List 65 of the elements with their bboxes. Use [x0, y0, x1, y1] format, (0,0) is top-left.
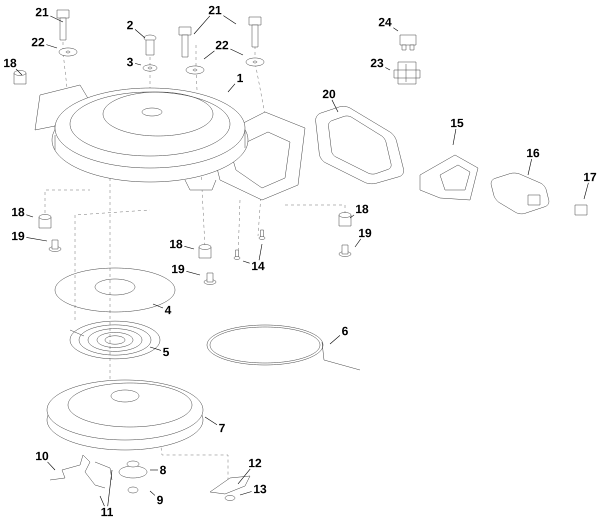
- callout-number: 8: [160, 466, 166, 474]
- callout-number: 23: [370, 58, 384, 68]
- callout-number: 18: [356, 204, 368, 214]
- callout-number: 4: [164, 306, 172, 314]
- callout-number: 9: [157, 496, 163, 504]
- callout-number: 18: [4, 58, 16, 68]
- leader-line: [26, 214, 34, 218]
- leader-line: [385, 67, 390, 70]
- callout-number: 22: [216, 40, 228, 50]
- callout-number: 5: [163, 348, 169, 356]
- callout-number: 19: [12, 232, 24, 240]
- leader-line: [452, 128, 456, 146]
- callout-number: 16: [527, 148, 540, 158]
- leader-line: [184, 246, 194, 250]
- leader-line: [238, 468, 251, 484]
- leader-line: [354, 238, 362, 248]
- callout-number: 21: [208, 6, 222, 14]
- callout-number: 3: [126, 58, 133, 66]
- leader-line: [186, 270, 200, 276]
- callout-number: 1: [237, 74, 243, 82]
- leader-line: [46, 44, 58, 48]
- callout-number: 18: [12, 208, 24, 216]
- callout-number: 12: [249, 458, 262, 468]
- leader-line: [194, 16, 210, 34]
- leader-line: [100, 496, 105, 506]
- callout-number: 7: [219, 424, 225, 432]
- leader-line: [204, 50, 215, 60]
- leader-line: [240, 491, 252, 496]
- callout-number: 20: [322, 90, 336, 98]
- callout-number: 13: [254, 484, 266, 494]
- callout-number: 18: [170, 240, 182, 248]
- leader-line: [47, 462, 56, 470]
- leader-line: [16, 68, 22, 76]
- leader-line: [26, 237, 48, 242]
- callout-number: 10: [36, 452, 48, 460]
- leader-line: [223, 15, 236, 24]
- leader-line: [330, 335, 340, 344]
- leader-line: [258, 244, 262, 260]
- leader-line: [393, 28, 398, 32]
- leader-line: [350, 214, 354, 218]
- callout-number: 19: [172, 264, 184, 274]
- callout-number: 6: [342, 326, 348, 336]
- leader-line: [107, 470, 112, 506]
- leader-line: [228, 84, 236, 92]
- leader-line: [50, 16, 64, 22]
- leader-line: [332, 100, 338, 112]
- callout-number: 14: [252, 262, 265, 270]
- callout-number: 19: [359, 228, 372, 238]
- leader-line: [584, 182, 589, 200]
- callout-number: 15: [451, 118, 464, 128]
- leader-line: [242, 260, 250, 264]
- callout-number: 22: [32, 38, 44, 46]
- leader-line: [230, 48, 244, 56]
- leader-line: [150, 490, 156, 496]
- callout-number: 21: [36, 8, 48, 16]
- leader-line: [152, 304, 164, 308]
- leader-line: [150, 346, 162, 351]
- callout-number: 2: [127, 20, 133, 30]
- leader-line: [134, 63, 142, 66]
- leader-line: [204, 416, 218, 426]
- callout-number: 17: [584, 172, 596, 182]
- callout-number: 24: [378, 18, 392, 26]
- leader-line: [134, 29, 146, 38]
- callout-number: 11: [101, 508, 113, 516]
- leader-line: [528, 158, 532, 176]
